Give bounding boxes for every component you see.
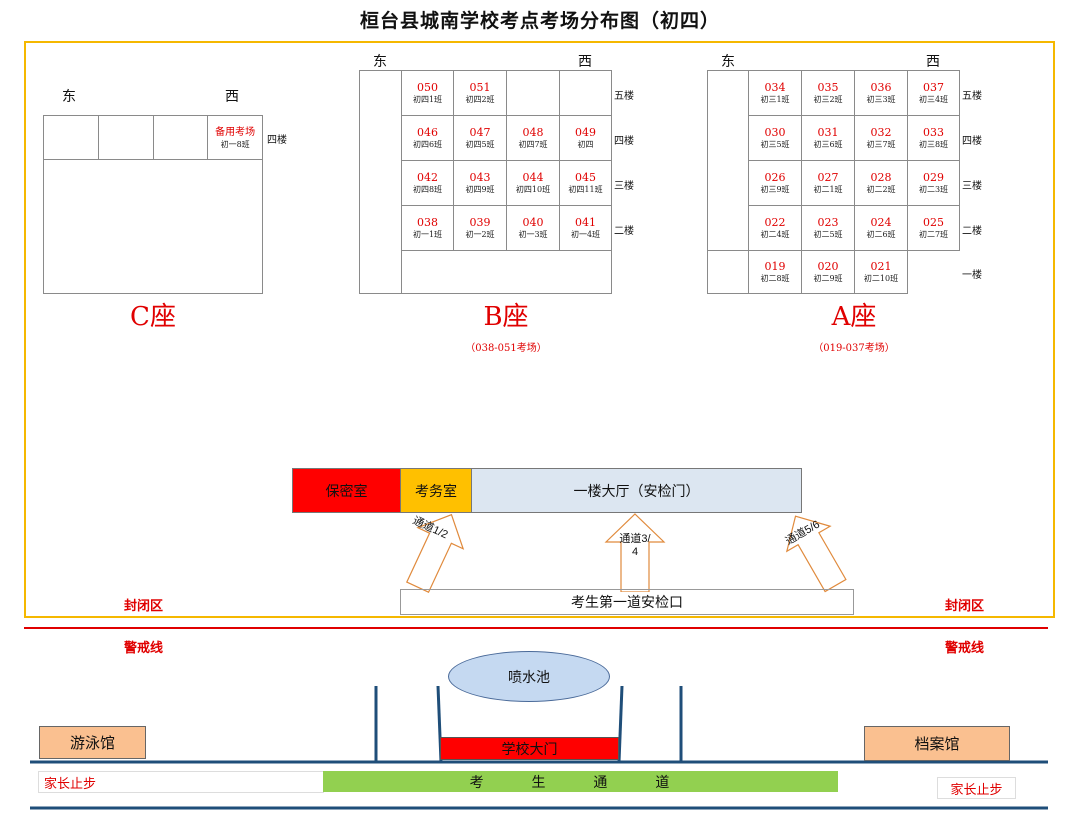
student-passage[interactable]: 考 生 通 道 <box>323 771 838 792</box>
b-floor-label: 三楼 <box>614 181 634 192</box>
closed-area-right: 封闭区 <box>945 598 985 613</box>
b-floor-label: 四楼 <box>614 136 634 147</box>
a-building-range: （019-037考场） <box>813 343 895 354</box>
b-room[interactable] <box>506 70 560 116</box>
a-west-label: 西 <box>926 54 940 70</box>
school-main-gate[interactable]: 学校大门 <box>440 737 619 760</box>
a-east-label: 东 <box>721 54 735 70</box>
cordon-line <box>24 627 1048 629</box>
b-building-range: （038-051考场） <box>465 343 547 354</box>
b-floor-label: 二楼 <box>614 226 634 237</box>
c-floor-label: 四楼 <box>267 135 287 146</box>
c-room-1[interactable] <box>43 115 99 160</box>
b-stairwell <box>359 70 402 294</box>
b-ground-floor <box>401 250 612 294</box>
c-building-plan: 备用考场初一8班 <box>43 115 263 294</box>
passage-label-3-4: 通道3/4 <box>619 533 651 558</box>
a-floor-label: 五楼 <box>962 91 982 102</box>
a-room-empty <box>707 250 749 294</box>
b-building-name: B座 <box>483 302 529 332</box>
c-room-backup[interactable]: 备用考场初一8班 <box>207 115 263 160</box>
a-building-name: A座 <box>831 302 877 332</box>
closed-area-left: 封闭区 <box>124 598 164 613</box>
b-west-label: 西 <box>578 54 592 70</box>
a-floor-label: 四楼 <box>962 136 982 147</box>
c-building-body <box>43 159 263 294</box>
archives[interactable]: 档案馆 <box>864 726 1010 761</box>
c-room-3[interactable] <box>152 115 209 160</box>
c-room-2[interactable] <box>97 115 154 160</box>
passage-arrow-1-2 <box>405 513 465 594</box>
c-building-name: C座 <box>130 302 176 332</box>
page-title: 桓台县城南学校考点考场分布图（初四） <box>359 10 720 32</box>
parents-stop-left: 家长止步 <box>38 771 324 793</box>
a-stairwell <box>707 70 749 251</box>
parents-stop-right: 家长止步 <box>937 777 1016 799</box>
gate-and-road <box>30 685 1048 810</box>
passage-arrow-3-4 <box>604 513 666 592</box>
b-floor-label: 五楼 <box>614 91 634 102</box>
c-east-label: 东 <box>62 89 76 105</box>
first-floor-lobby[interactable]: 一楼大厅（安检门） <box>471 468 802 513</box>
first-security-gate[interactable]: 考生第一道安检口 <box>400 589 854 615</box>
natatorium[interactable]: 游泳馆 <box>39 726 146 759</box>
school-yard-boundary <box>24 41 1055 618</box>
fountain[interactable]: 喷水池 <box>448 651 610 702</box>
b-east-label: 东 <box>373 54 387 70</box>
b-room[interactable] <box>559 70 612 116</box>
passage-arrow-5-6 <box>785 515 847 593</box>
a-floor-label: 二楼 <box>962 226 982 237</box>
secret-room[interactable]: 保密室 <box>292 468 401 513</box>
cordon-label-right: 警戒线 <box>945 640 985 655</box>
c-west-label: 西 <box>225 89 239 105</box>
exam-office[interactable]: 考务室 <box>400 468 472 513</box>
cordon-label-left: 警戒线 <box>124 640 164 655</box>
a-floor-label: 一楼 <box>962 270 982 281</box>
a-floor-label: 三楼 <box>962 181 982 192</box>
